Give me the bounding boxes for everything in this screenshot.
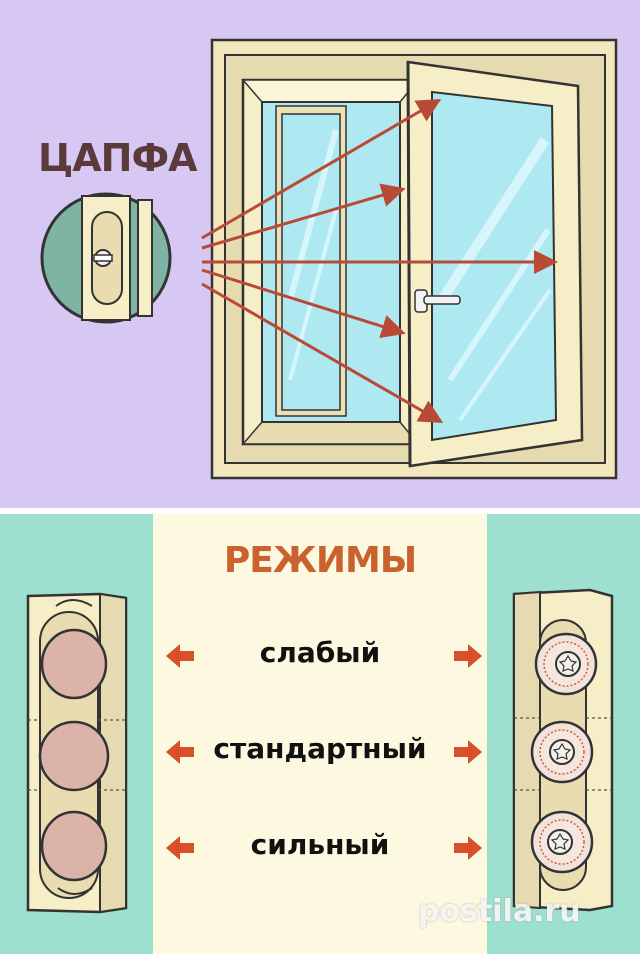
right-sash-open (406, 60, 584, 468)
arrow-left-icon (166, 836, 194, 860)
cam-standard (530, 720, 594, 784)
cam-strong (530, 810, 594, 874)
arrow-right-icon (454, 644, 482, 668)
cam-weak (534, 632, 598, 696)
arrow-right-icon (454, 740, 482, 764)
arrow-to-bottom-hinge (201, 282, 444, 423)
oval-pin-standard (38, 720, 110, 792)
trunnion-title: ЦАПФА (38, 136, 198, 180)
trunnion-detail-icon (40, 192, 172, 324)
mode-strong-label: сильный (250, 828, 390, 861)
arrow-to-lower-frame (201, 268, 406, 339)
pointer-arrows (201, 98, 558, 423)
mode-arrows (166, 644, 482, 860)
oval-pin-weak (40, 628, 108, 700)
oval-trunnion-strip (26, 592, 128, 914)
arrow-left-icon (166, 740, 194, 764)
oval-pin-strong (40, 810, 108, 882)
modes-panel (153, 514, 487, 954)
mode-weak-label: слабый (259, 636, 381, 669)
eccentric-cam-icon (512, 588, 614, 912)
mode-standard-label: стандартный (213, 732, 427, 765)
modes-title: РЕЖИМЫ (223, 540, 417, 581)
arrow-right-icon (454, 836, 482, 860)
arrow-to-upper-frame (201, 183, 406, 250)
window-icon (210, 38, 618, 480)
watermark: postila.ru (418, 894, 581, 929)
window-handle-icon (414, 289, 461, 313)
arrow-left-icon (166, 644, 194, 668)
arrow-to-top-hinge (201, 98, 442, 240)
